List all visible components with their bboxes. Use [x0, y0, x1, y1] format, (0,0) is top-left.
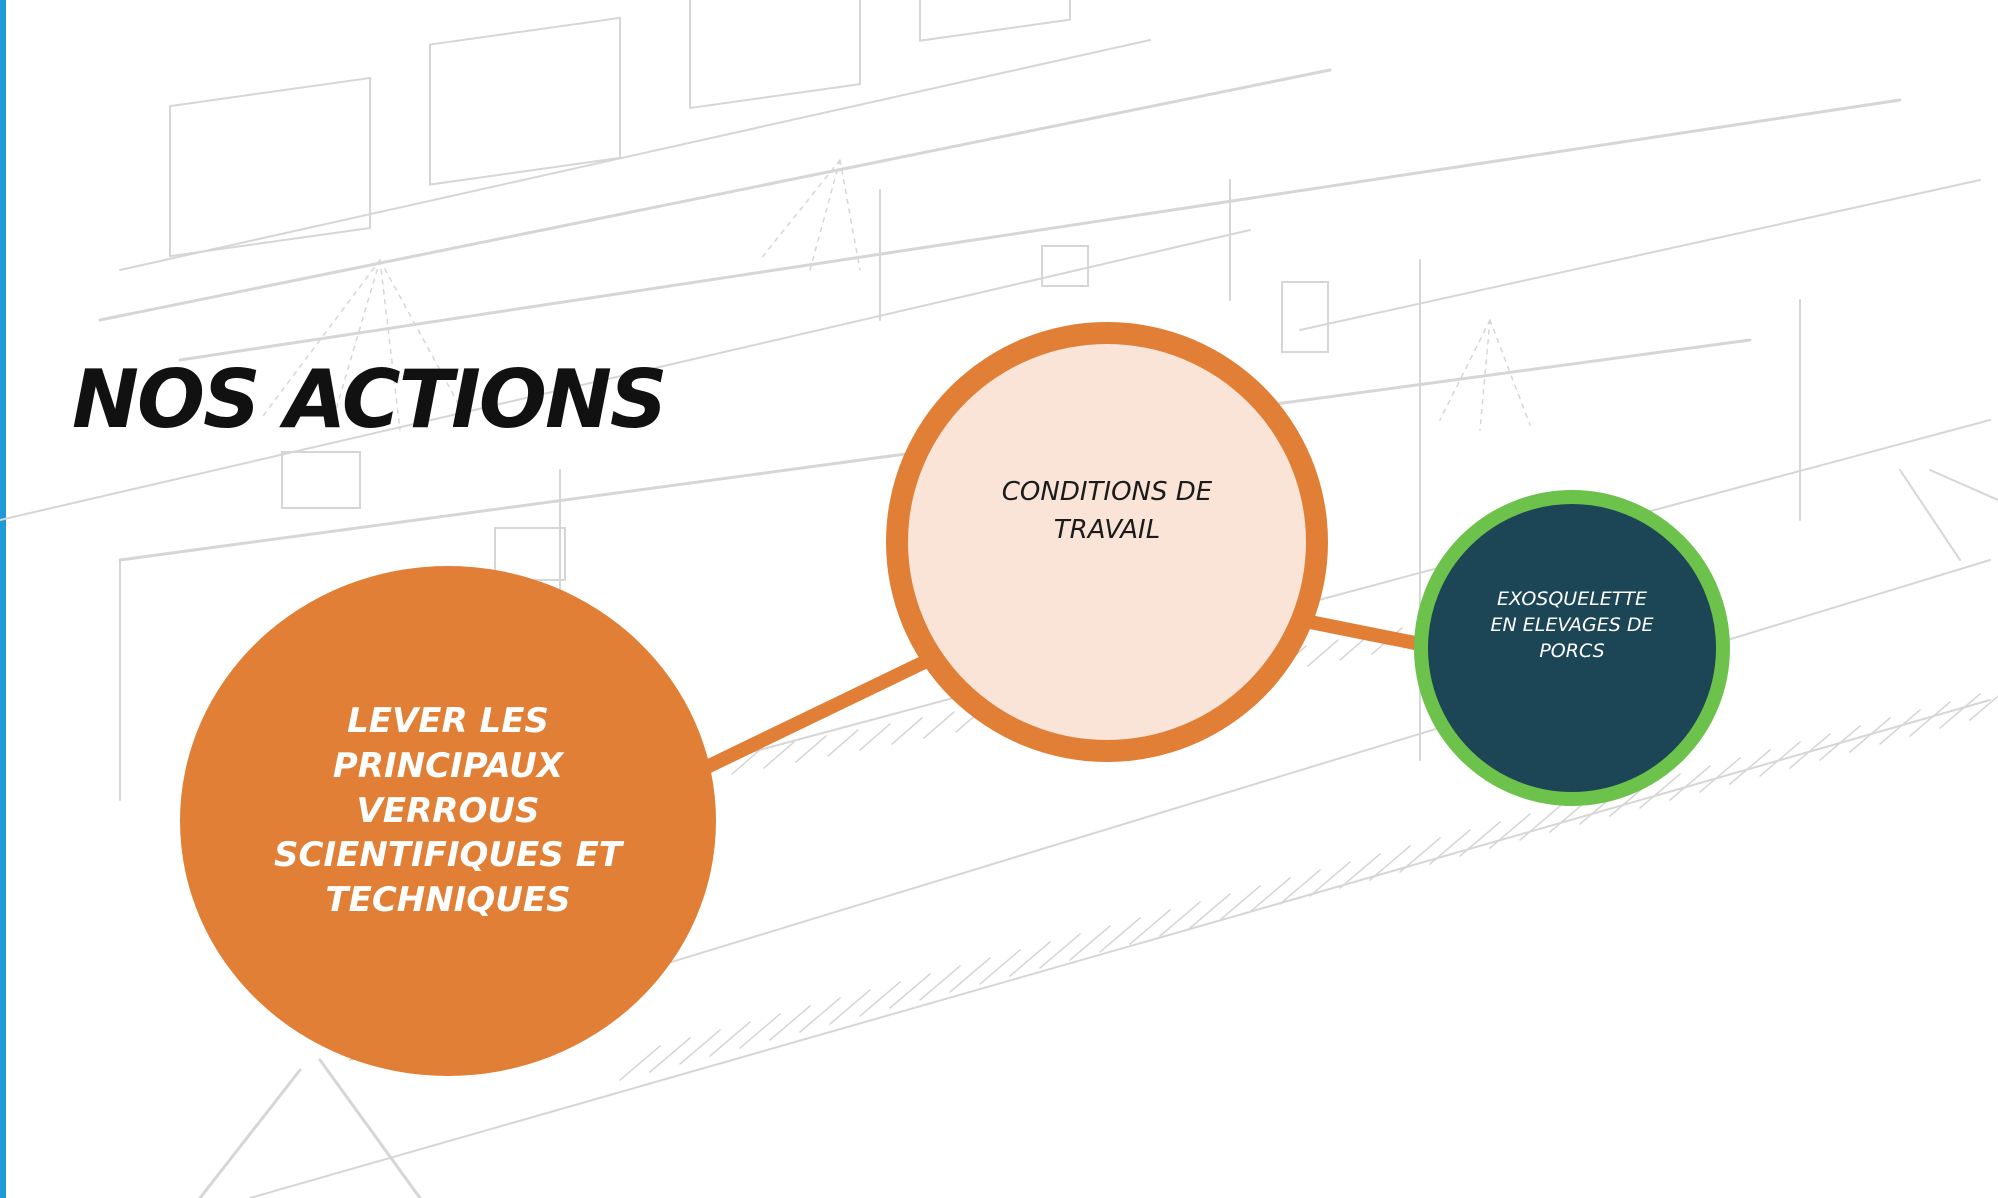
action-bubble-main-label: LEVER LES PRINCIPAUX VERROUS SCIENTIFIQU… [274, 700, 622, 921]
action-bubble-exoskeleton-label: EXOSQUELETTE EN ELEVAGES DE PORCS [1490, 587, 1654, 663]
action-bubble-conditions: CONDITIONS DE TRAVAIL [886, 322, 1328, 762]
action-bubble-conditions-label: CONDITIONS DE TRAVAIL [1001, 477, 1213, 545]
page-title: NOS ACTIONS [72, 353, 668, 446]
action-bubble-main: LEVER LES PRINCIPAUX VERROUS SCIENTIFIQU… [180, 566, 716, 1076]
left-accent-bar [0, 0, 6, 1198]
action-bubble-exoskeleton: EXOSQUELETTE EN ELEVAGES DE PORCS [1414, 490, 1730, 806]
